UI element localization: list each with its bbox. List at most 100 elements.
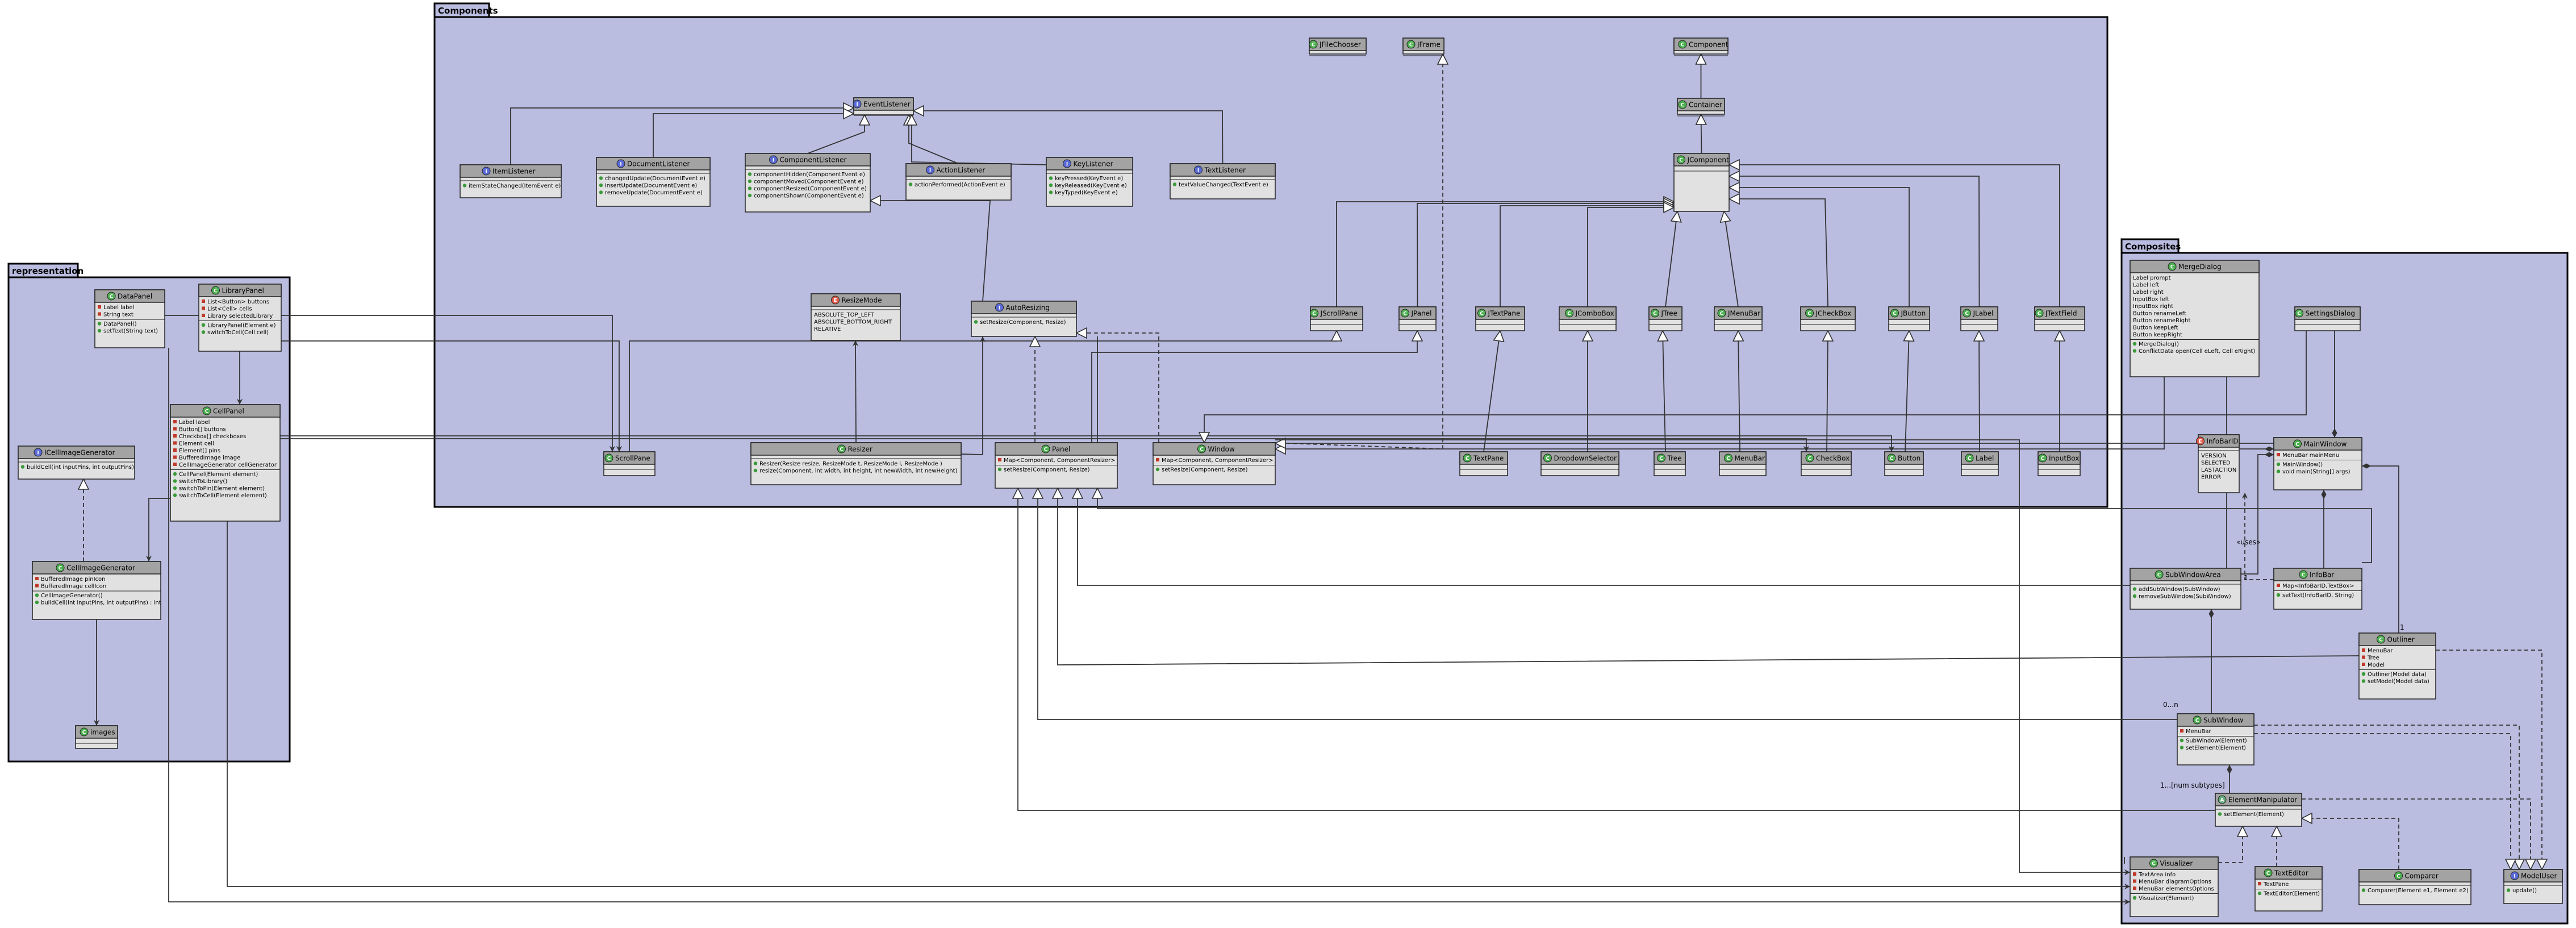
class-stereotype-icon <box>1197 444 1206 453</box>
public-visibility-icon <box>2361 672 2366 676</box>
class-header <box>2358 869 2471 883</box>
class-name: ICellImageGenerator <box>44 449 115 457</box>
class-member: CellImageGenerator cellGenerator <box>179 462 277 468</box>
private-visibility-icon <box>2133 887 2136 890</box>
class-member: BufferedImage image <box>179 455 240 461</box>
class-header <box>1801 451 1852 465</box>
package-tab <box>7 263 79 278</box>
class-stereotype-icon <box>2155 570 2164 579</box>
class-stereotype-icon <box>1805 453 1814 463</box>
class-name: JFileChooser <box>1319 41 1361 49</box>
class-member: LASTACTION <box>2201 467 2236 473</box>
public-visibility-icon <box>599 176 603 180</box>
class-member: Comparer(Element e1, Element e2) <box>2368 888 2469 894</box>
class-header <box>2034 306 2085 320</box>
enum-stereotype-icon <box>2196 436 2205 446</box>
stereotype-letter: C <box>1659 456 1663 462</box>
class-member: switchToCell(Cell cell) <box>207 330 269 336</box>
class-header <box>603 451 656 465</box>
class-name: TextListener <box>1204 167 1246 174</box>
interface-stereotype-icon <box>769 155 778 164</box>
edge-jcomponent-extends-container <box>1701 114 1702 154</box>
class-member: InputBox left <box>2133 297 2169 303</box>
abstract-stereotype-icon <box>2218 795 2227 804</box>
public-visibility-icon <box>2276 469 2281 473</box>
interface-stereotype-icon <box>926 165 934 174</box>
private-visibility-icon <box>2258 882 2261 885</box>
class-member: setElement(Element) <box>2186 745 2246 751</box>
class-member: setText(InfoBarID, String) <box>2282 593 2354 599</box>
edge-label-uses: «uses» <box>2236 538 2260 546</box>
class-header <box>1677 98 1725 111</box>
class-member: setText(String text) <box>103 328 158 335</box>
public-visibility-icon <box>1049 176 1053 180</box>
public-visibility-icon <box>462 184 467 188</box>
edge-label-one: 1 <box>2244 574 2248 582</box>
edge-outliner-to-mainwindow <box>2362 463 2399 633</box>
private-visibility-icon <box>173 441 177 445</box>
class-member: resize(Component, int width, int height,… <box>759 468 958 475</box>
class-name: CheckBox <box>1816 455 1849 463</box>
class-name: Outliner <box>2387 636 2415 644</box>
class-member: Button[] buttons <box>179 427 226 433</box>
class-member: buildCell(int inputPins, int outputPins) <box>27 464 134 471</box>
edge-outliner-extends-panel <box>1058 488 2360 665</box>
class-name: ElementManipulator <box>2228 796 2297 804</box>
